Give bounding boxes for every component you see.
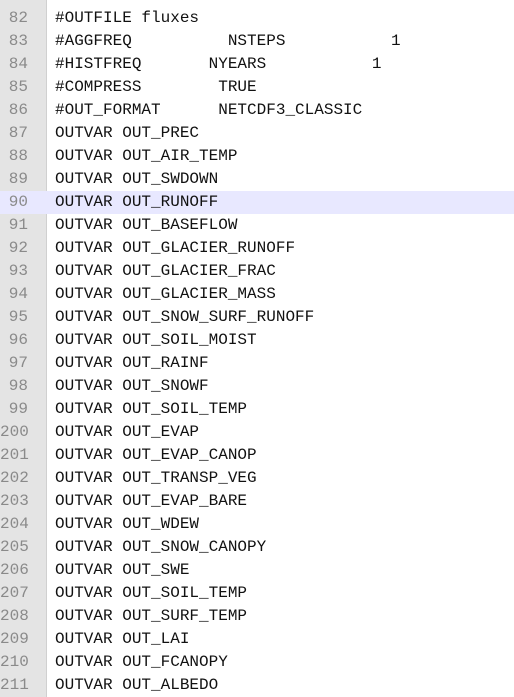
code-line[interactable]: 204 OUTVAR OUT_WDEW bbox=[0, 513, 514, 536]
line-text: OUTVAR OUT_GLACIER_MASS bbox=[55, 285, 276, 303]
line-number: 205 bbox=[0, 538, 29, 556]
code-line[interactable]: 85 #COMPRESS TRUE bbox=[0, 76, 514, 99]
line-number: 210 bbox=[0, 653, 29, 671]
line-text: OUTVAR OUT_EVAP_BARE bbox=[55, 492, 248, 510]
line-text: OUTVAR OUT_GLACIER_RUNOFF bbox=[55, 239, 296, 257]
line-text: OUTVAR OUT_SWE bbox=[55, 561, 190, 579]
code-line[interactable]: 99 OUTVAR OUT_SOIL_TEMP bbox=[0, 398, 514, 421]
line-text: #OUTFILE fluxes bbox=[55, 9, 200, 27]
code-line[interactable]: 89 OUTVAR OUT_SWDOWN bbox=[0, 168, 514, 191]
line-number: 202 bbox=[0, 469, 29, 487]
line-text: OUTVAR OUT_SNOW_SURF_RUNOFF bbox=[55, 308, 315, 326]
code-line[interactable]: 94 OUTVAR OUT_GLACIER_MASS bbox=[0, 283, 514, 306]
code-line[interactable]: 206 OUTVAR OUT_SWE bbox=[0, 559, 514, 582]
line-text: OUTVAR OUT_BASEFLOW bbox=[55, 216, 238, 234]
line-number: 93 bbox=[8, 262, 28, 280]
line-number: 91 bbox=[8, 216, 28, 234]
line-number: 207 bbox=[0, 584, 29, 602]
line-number: 83 bbox=[8, 32, 28, 50]
line-number: 89 bbox=[8, 170, 28, 188]
line-text: OUTVAR OUT_SWDOWN bbox=[55, 170, 219, 188]
code-line[interactable]: 83 #AGGFREQ NSTEPS 1 bbox=[0, 30, 514, 53]
line-number: 88 bbox=[8, 147, 28, 165]
code-line[interactable]: 98 OUTVAR OUT_SNOWF bbox=[0, 375, 514, 398]
line-text: OUTVAR OUT_SOIL_MOIST bbox=[55, 331, 257, 349]
line-number: 203 bbox=[0, 492, 29, 510]
line-text: OUTVAR OUT_FCANOPY bbox=[55, 653, 228, 671]
line-text: OUTVAR OUT_AIR_TEMP bbox=[55, 147, 238, 165]
line-number: 94 bbox=[8, 285, 28, 303]
code-line[interactable]: 210 OUTVAR OUT_FCANOPY bbox=[0, 651, 514, 674]
line-number: 99 bbox=[8, 400, 28, 418]
line-text: OUTVAR OUT_RAINF bbox=[55, 354, 209, 372]
line-number: 201 bbox=[0, 446, 29, 464]
code-line[interactable]: 97 OUTVAR OUT_RAINF bbox=[0, 352, 514, 375]
line-number: 204 bbox=[0, 515, 29, 533]
line-text: OUTVAR OUT_WDEW bbox=[55, 515, 200, 533]
line-number: 200 bbox=[0, 423, 29, 441]
line-number: 206 bbox=[0, 561, 29, 579]
line-number: 97 bbox=[8, 354, 28, 372]
code-line[interactable]: 82 #OUTFILE fluxes bbox=[0, 7, 514, 30]
code-line[interactable]: 86 #OUT_FORMAT NETCDF3_CLASSIC bbox=[0, 99, 514, 122]
line-text: OUTVAR OUT_SOIL_TEMP bbox=[55, 584, 248, 602]
line-number: 98 bbox=[8, 377, 28, 395]
line-text: OUTVAR OUT_SNOWF bbox=[55, 377, 209, 395]
current-line[interactable]: 90 OUTVAR OUT_RUNOFF bbox=[0, 191, 514, 214]
line-number: 211 bbox=[0, 676, 29, 694]
line-text: OUTVAR OUT_TRANSP_VEG bbox=[55, 469, 257, 487]
code-line[interactable]: 207 OUTVAR OUT_SOIL_TEMP bbox=[0, 582, 514, 605]
line-number: 84 bbox=[8, 55, 28, 73]
line-text: #AGGFREQ NSTEPS 1 bbox=[55, 32, 401, 50]
line-text: #HISTFREQ NYEARS 1 bbox=[55, 55, 382, 73]
line-text: OUTVAR OUT_PREC bbox=[55, 124, 200, 142]
line-number: 87 bbox=[8, 124, 28, 142]
line-text: OUTVAR OUT_EVAP_CANOP bbox=[55, 446, 257, 464]
line-text: OUTVAR OUT_GLACIER_FRAC bbox=[55, 262, 276, 280]
line-number: 82 bbox=[8, 9, 28, 27]
code-line[interactable]: 209 OUTVAR OUT_LAI bbox=[0, 628, 514, 651]
line-text: OUTVAR OUT_EVAP bbox=[55, 423, 200, 441]
line-text: OUTVAR OUT_LAI bbox=[55, 630, 190, 648]
line-number: 86 bbox=[8, 101, 28, 119]
code-line[interactable]: 88 OUTVAR OUT_AIR_TEMP bbox=[0, 145, 514, 168]
code-line[interactable]: 93 OUTVAR OUT_GLACIER_FRAC bbox=[0, 260, 514, 283]
line-text: #COMPRESS TRUE bbox=[55, 78, 257, 96]
code-line[interactable]: 202 OUTVAR OUT_TRANSP_VEG bbox=[0, 467, 514, 490]
line-text: OUTVAR OUT_SOIL_TEMP bbox=[55, 400, 248, 418]
line-number: 96 bbox=[8, 331, 28, 349]
line-number: 209 bbox=[0, 630, 29, 648]
line-text: OUTVAR OUT_SURF_TEMP bbox=[55, 607, 248, 625]
code-line[interactable]: 95 OUTVAR OUT_SNOW_SURF_RUNOFF bbox=[0, 306, 514, 329]
code-line[interactable]: 91 OUTVAR OUT_BASEFLOW bbox=[0, 214, 514, 237]
code-line[interactable]: 200 OUTVAR OUT_EVAP bbox=[0, 421, 514, 444]
code-line[interactable]: 208 OUTVAR OUT_SURF_TEMP bbox=[0, 605, 514, 628]
line-number: 85 bbox=[8, 78, 28, 96]
line-text: OUTVAR OUT_SNOW_CANOPY bbox=[55, 538, 267, 556]
code-line[interactable]: 96 OUTVAR OUT_SOIL_MOIST bbox=[0, 329, 514, 352]
line-number-gutter bbox=[0, 0, 47, 697]
code-line[interactable]: 205 OUTVAR OUT_SNOW_CANOPY bbox=[0, 536, 514, 559]
line-number: 208 bbox=[0, 607, 29, 625]
line-number: 90 bbox=[8, 193, 28, 211]
code-line[interactable]: 201 OUTVAR OUT_EVAP_CANOP bbox=[0, 444, 514, 467]
line-number: 95 bbox=[8, 308, 28, 326]
code-line[interactable]: 87 OUTVAR OUT_PREC bbox=[0, 122, 514, 145]
code-line[interactable]: 84 #HISTFREQ NYEARS 1 bbox=[0, 53, 514, 76]
line-text: OUTVAR OUT_ALBEDO bbox=[55, 676, 219, 694]
code-line[interactable]: 92 OUTVAR OUT_GLACIER_RUNOFF bbox=[0, 237, 514, 260]
code-line[interactable]: 203 OUTVAR OUT_EVAP_BARE bbox=[0, 490, 514, 513]
code-line[interactable]: 211 OUTVAR OUT_ALBEDO bbox=[0, 674, 514, 697]
line-number: 92 bbox=[8, 239, 28, 257]
line-text: #OUT_FORMAT NETCDF3_CLASSIC bbox=[55, 101, 363, 119]
line-text: OUTVAR OUT_RUNOFF bbox=[55, 193, 219, 211]
